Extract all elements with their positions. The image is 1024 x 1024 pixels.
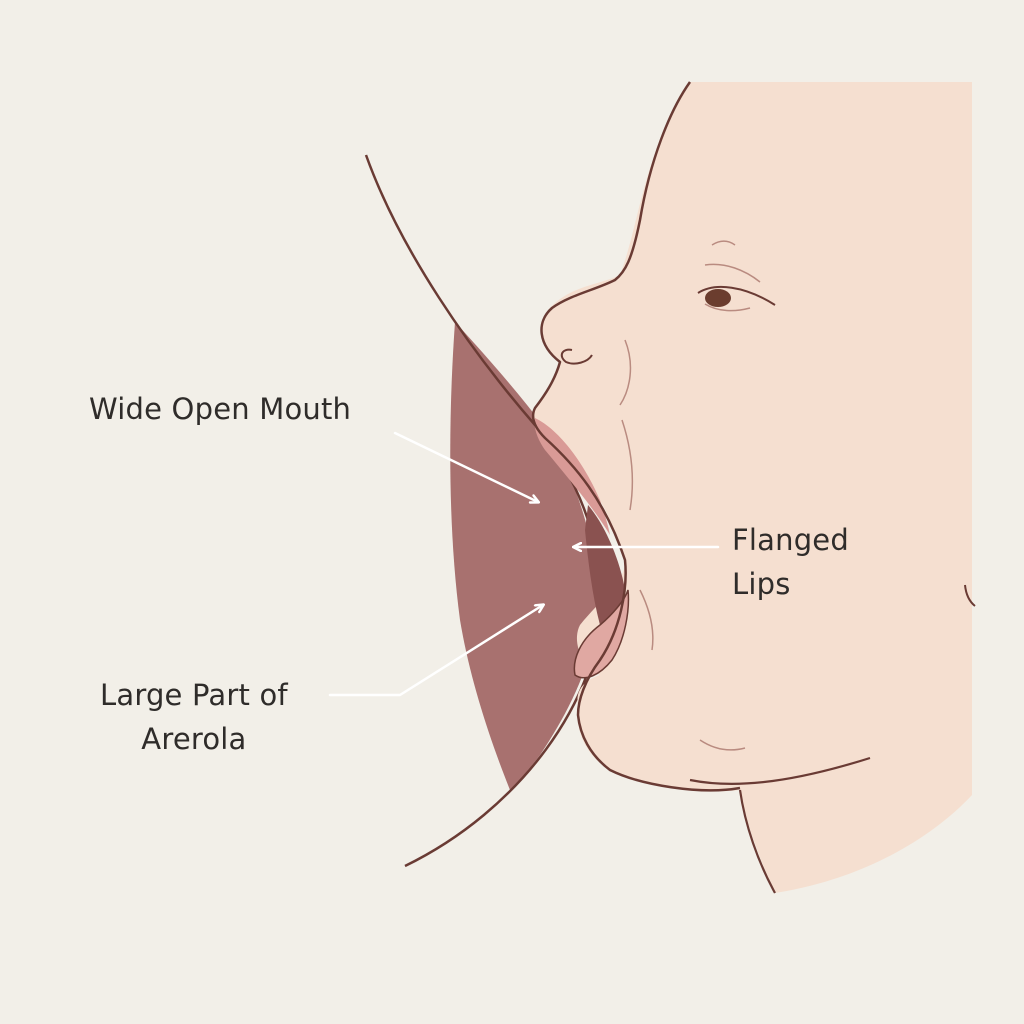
areola-shape: [450, 322, 600, 790]
eye-icon: [705, 289, 731, 307]
chin-line: [689, 756, 871, 785]
label-flanged-line-1: Flanged: [732, 523, 849, 557]
cheek-crease-2: [621, 419, 634, 511]
eye-lid: [697, 286, 776, 306]
baby-head: [533, 82, 972, 893]
arrow-wide-open-mouth: [393, 431, 538, 502]
neck-line: [738, 789, 776, 894]
mouth-interior: [585, 505, 625, 625]
label-wide-open-mouth: Wide Open Mouth: [89, 392, 352, 426]
chin-crease: [639, 589, 654, 651]
baby-profile-outline: [531, 81, 741, 792]
label-flanged-lips: Flanged Lips: [732, 518, 849, 606]
arrow-areola: [328, 605, 543, 697]
label-areola: Large Part of Arerola: [100, 673, 288, 761]
label-areola-line-1: Large Part of: [100, 678, 288, 712]
label-flanged-line-2: Lips: [732, 567, 791, 601]
jaw-crease: [699, 739, 746, 751]
eyebrow-line: [704, 263, 761, 283]
nostril: [560, 348, 593, 365]
ear-hint: [964, 584, 976, 607]
eye-lower-lid: [704, 303, 751, 312]
cheek-crease: [619, 339, 632, 406]
label-areola-line-2: Arerola: [141, 722, 247, 756]
brow-crease: [711, 240, 736, 246]
